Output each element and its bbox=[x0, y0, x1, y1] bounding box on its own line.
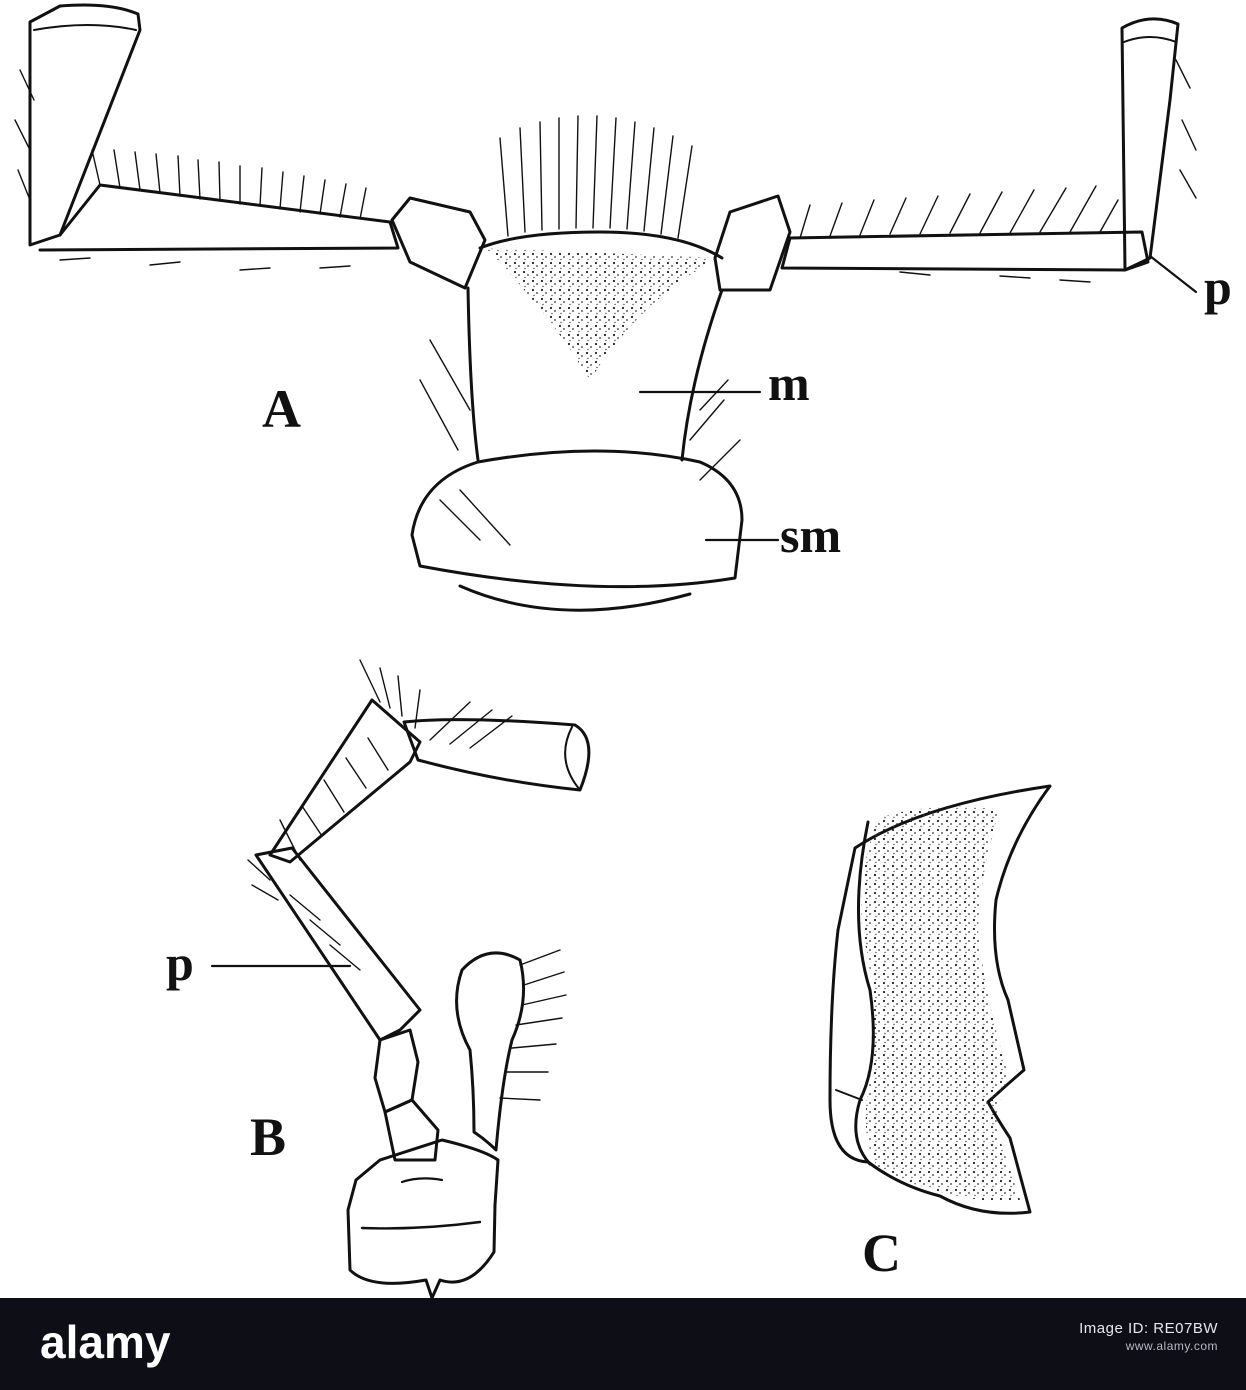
figure-a-submentum bbox=[410, 449, 744, 589]
figure-a-right-arm bbox=[780, 230, 1150, 272]
figure-a-mentum-left-edge bbox=[466, 286, 480, 462]
label-sm: sm bbox=[780, 507, 842, 563]
stock-watermark-bar: alamy Image ID: RE07BW www.alamy.com bbox=[0, 1298, 1246, 1390]
image-id-block: Image ID: RE07BW www.alamy.com bbox=[1079, 1320, 1218, 1354]
figure-a-drawing bbox=[28, 3, 1180, 612]
figure-b-palp-second-segment bbox=[268, 698, 422, 864]
label-p-a: p bbox=[1204, 259, 1232, 315]
figure-c-stippled-area bbox=[861, 806, 1020, 1201]
figure-b-setae bbox=[247, 659, 567, 1101]
figure-a-left-joint bbox=[390, 196, 487, 290]
figure-c-drawing bbox=[828, 784, 1052, 1215]
figure-a-setae bbox=[14, 59, 1197, 546]
label-m: m bbox=[768, 355, 810, 411]
label-part-a: A bbox=[262, 379, 301, 439]
leader-lines bbox=[210, 254, 1198, 968]
figure-a-stippled-area bbox=[484, 248, 718, 380]
alamy-logo-text: alamy bbox=[40, 1316, 171, 1368]
image-id: Image ID: RE07BW bbox=[1079, 1320, 1218, 1337]
figure-a-right-joint bbox=[713, 194, 792, 292]
figure-a-left-palp-segment bbox=[28, 3, 142, 247]
figure-a-lower-plate bbox=[458, 584, 692, 612]
scientific-illustration: A B C m sm p p bbox=[14, 3, 1232, 1298]
alamy-logo-icon: alamy bbox=[40, 1316, 171, 1368]
figure-b-palp-distal-segment bbox=[402, 718, 591, 792]
label-part-b: B bbox=[250, 1107, 287, 1167]
figure-b-drawing bbox=[254, 698, 591, 1298]
line-drawing bbox=[14, 3, 1198, 1298]
figure-a-mentum-right-edge bbox=[680, 288, 724, 462]
alamy-url: www.alamy.com bbox=[1125, 1338, 1218, 1353]
figure-b-palp-third-segment bbox=[254, 846, 422, 1042]
label-p-b: p bbox=[166, 935, 194, 991]
figure-b-stipes bbox=[346, 1138, 500, 1298]
figure-a-left-arm bbox=[38, 183, 400, 252]
leader-line-p-a bbox=[1148, 254, 1198, 294]
figure-b-lacinia-lobe bbox=[455, 951, 526, 1152]
figure-a-right-palp-segment bbox=[1120, 17, 1180, 272]
alamy-logo: alamy bbox=[38, 1314, 258, 1374]
label-part-c: C bbox=[862, 1223, 901, 1283]
